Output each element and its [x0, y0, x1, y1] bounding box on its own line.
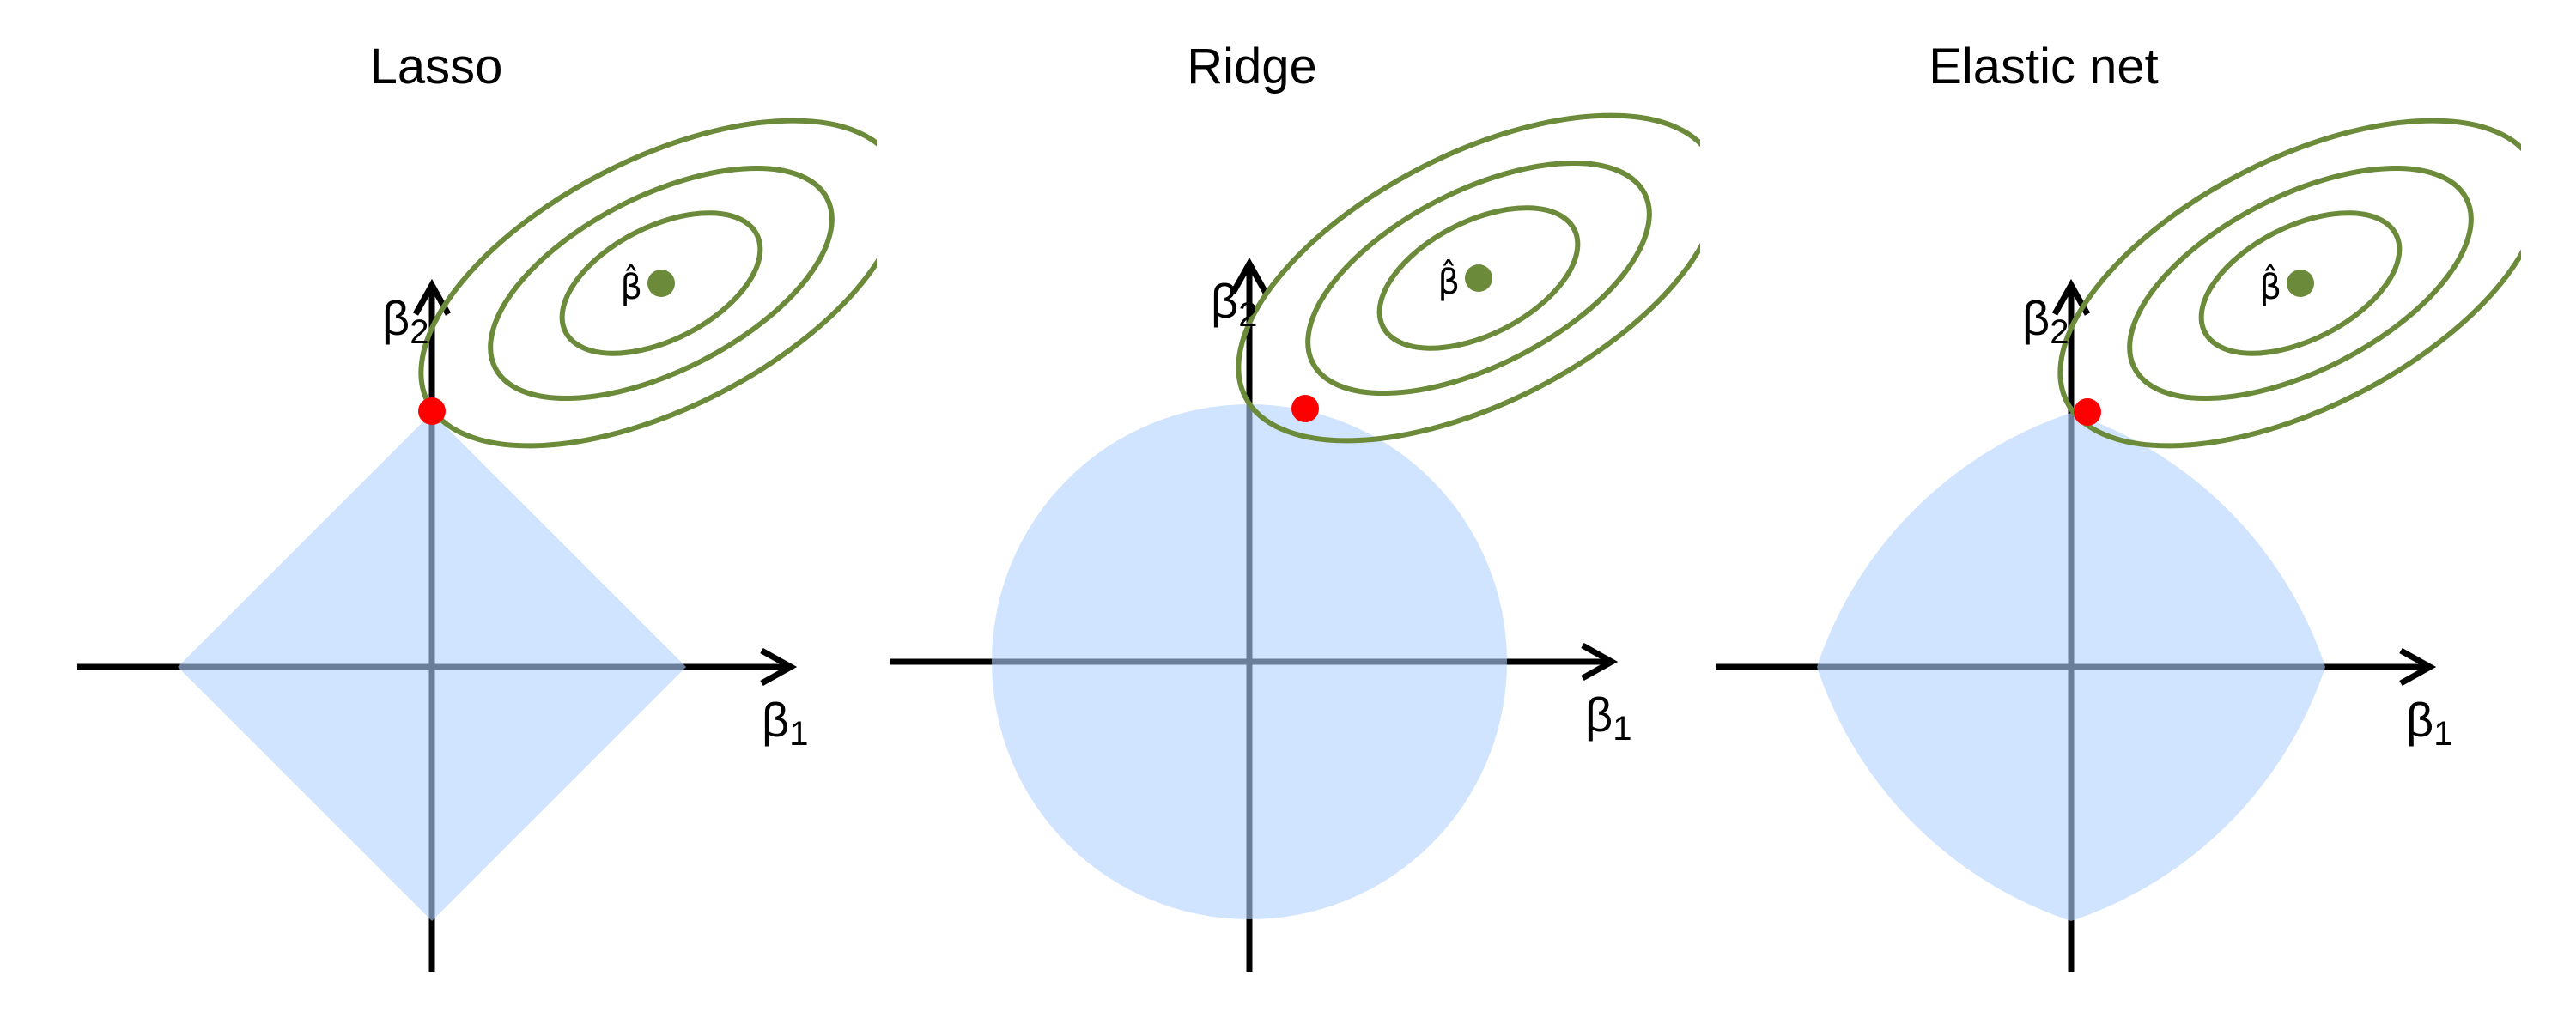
y-axis-label-symbol: β [2022, 291, 2050, 345]
x-axis-label-subscript: 1 [2433, 715, 2452, 753]
x-axis-label: β1 [1585, 688, 1631, 748]
y-axis-label-subscript: 2 [1238, 296, 1257, 334]
loss-contours [1236, 112, 1700, 444]
ols-estimate-point [647, 270, 675, 297]
y-axis-arrowhead-icon [1230, 257, 1269, 294]
panel-title: Ridge [1187, 39, 1317, 94]
constraint-region [1817, 413, 2325, 921]
y-axis-label-symbol: β [1211, 274, 1238, 328]
regularized-solution-point [418, 397, 446, 425]
y-axis-label: β2 [382, 291, 428, 351]
x-axis-label-subscript: 1 [789, 715, 808, 753]
ols-estimate-point [2287, 270, 2314, 297]
x-axis-label-symbol: β [1585, 688, 1613, 742]
x-axis-label-symbol: β [2406, 693, 2433, 747]
x-axis-label-subscript: 1 [1613, 710, 1631, 748]
ols-estimate-point [1465, 264, 1492, 292]
regularized-solution-point [2074, 398, 2101, 426]
contour-ellipse [2057, 118, 2521, 449]
y-axis-label-subscript: 2 [410, 313, 428, 351]
contour-ellipse [1236, 112, 1700, 444]
panel-title: Elastic net [1929, 39, 2159, 94]
y-axis-label: β2 [1211, 274, 1257, 334]
contour-ellipse [2198, 210, 2403, 356]
x-axis-label: β1 [2406, 693, 2452, 753]
contour-ellipse [559, 210, 763, 356]
contour-ellipse [1376, 205, 1581, 351]
y-axis-label-symbol: β [382, 291, 410, 345]
contour-ellipse [488, 165, 835, 402]
x-axis-arrowhead-icon [760, 647, 798, 687]
contour-ellipse [1305, 160, 1652, 397]
estimate-label: β̂ [2259, 264, 2281, 307]
regularized-solution-point [1291, 395, 1319, 422]
estimate-label: β̂ [1437, 259, 1460, 302]
x-axis-arrowhead-icon [2399, 647, 2437, 687]
y-axis-label: β2 [2022, 291, 2069, 351]
y-axis-label-subscript: 2 [2050, 313, 2069, 351]
x-axis-arrowhead-icon [1581, 642, 1619, 682]
constraint-region [178, 413, 686, 921]
loss-contours [2057, 118, 2521, 449]
estimate-label: β̂ [620, 264, 642, 307]
contour-ellipse [2127, 165, 2474, 402]
x-axis-label-symbol: β [762, 693, 789, 747]
constraint-region [992, 404, 1507, 919]
panel-title: Lasso [370, 39, 503, 94]
x-axis-label: β1 [762, 693, 808, 753]
